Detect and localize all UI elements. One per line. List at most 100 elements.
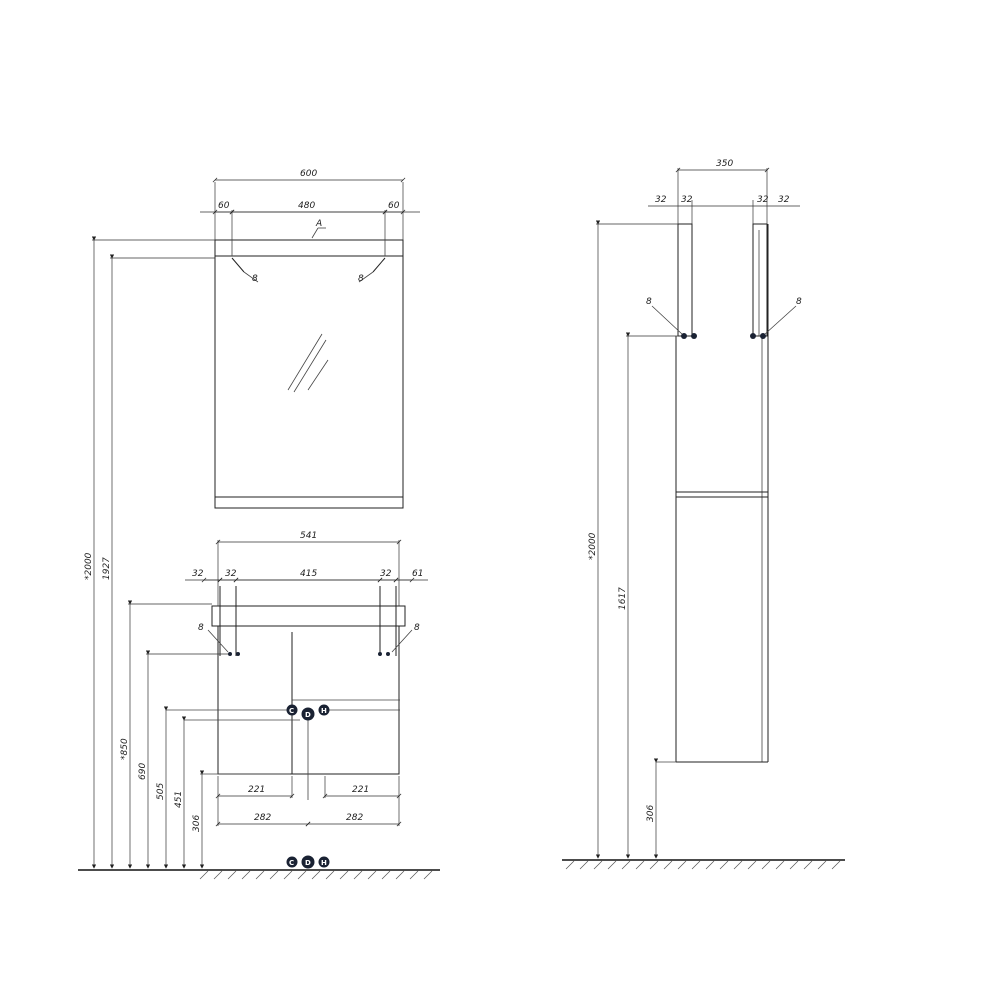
- hatch-stroke: [269, 870, 279, 880]
- floor-hatch-side: [565, 860, 841, 870]
- dim-vanity-edge-right-a: 32: [380, 569, 392, 579]
- hatch-stroke: [339, 870, 349, 880]
- mirror-cabinet: [214, 239, 404, 509]
- vanity-mount-dot-left-b: [236, 652, 240, 656]
- dim-side-left-a: 32: [655, 195, 667, 205]
- dim-mirror-offset-left: 60: [218, 201, 230, 211]
- svg-text:D: D: [305, 859, 311, 867]
- hatch-stroke: [831, 860, 841, 870]
- vanity-top: [211, 605, 406, 627]
- hatch-stroke: [241, 870, 251, 880]
- side-mount-dot-left-a: [681, 333, 687, 339]
- dim-side-right-a: 32: [757, 195, 769, 205]
- hatch-stroke: [635, 860, 645, 870]
- dim-vanity-inner: 415: [300, 569, 317, 579]
- hatch-stroke: [705, 860, 715, 870]
- hatch-stroke: [297, 870, 307, 880]
- hatch-stroke: [311, 870, 321, 880]
- dim-half-right-label: 282: [346, 813, 363, 823]
- dim-vanity-edge-left-a: 32: [192, 569, 204, 579]
- svg-text:C: C: [289, 707, 294, 715]
- dim-front-h-top-label: *850: [120, 738, 130, 760]
- hatch-stroke: [353, 870, 363, 880]
- dim-side-h-total-label: *2000: [588, 532, 598, 560]
- hatch-stroke: [579, 860, 589, 870]
- drain-pipe-icon: D: [301, 707, 315, 721]
- front-view: 8 8 600 60 480 60 A 8 8: [78, 169, 440, 880]
- hot-water-pipe-icon: H: [318, 704, 330, 716]
- hatch-stroke: [691, 860, 701, 870]
- detail-a-label: A: [315, 219, 322, 229]
- dim-mirror-width-label: 600: [300, 169, 317, 179]
- dim-front-h-mount-label: 690: [138, 763, 148, 780]
- dim-front-h-drain-label: 451: [174, 791, 184, 808]
- hatch-stroke: [255, 870, 265, 880]
- hatch-stroke: [325, 870, 335, 880]
- dim-half-left-label: 282: [254, 813, 271, 823]
- hatch-stroke: [423, 870, 433, 880]
- hatch-stroke: [649, 860, 659, 870]
- dim-front-h-total-label: *2000: [84, 552, 94, 580]
- dim-front-h-base-label: 306: [192, 815, 202, 832]
- hatch-stroke: [227, 870, 237, 880]
- hatch-stroke: [817, 860, 827, 870]
- dim-drawer-left-label: 221: [248, 785, 265, 795]
- dim-vanity-edge-left-b: 32: [225, 569, 237, 579]
- dim-vanity-edge-right-b: 61: [412, 569, 423, 579]
- side-mount-left-label: 8: [646, 297, 652, 307]
- hatch-stroke: [199, 870, 209, 880]
- mirror-glare-icon: [287, 333, 329, 393]
- svg-text:D: D: [305, 711, 311, 719]
- dim-side-right-b: 32: [778, 195, 790, 205]
- hatch-stroke: [607, 860, 617, 870]
- dim-front-h-mirror-label: 1927: [102, 557, 112, 580]
- hatch-stroke: [621, 860, 631, 870]
- hatch-stroke: [213, 870, 223, 880]
- hatch-stroke: [677, 860, 687, 870]
- vanity-mount-right-label: 8: [414, 623, 420, 633]
- svg-text:H: H: [321, 859, 327, 867]
- hatch-stroke: [733, 860, 743, 870]
- hatch-stroke: [395, 870, 405, 880]
- svg-text:H: H: [321, 707, 327, 715]
- dim-side-h-base-label: 306: [646, 805, 656, 822]
- hatch-stroke: [775, 860, 785, 870]
- mirror-hook-left: [231, 257, 245, 273]
- svg-text:C: C: [289, 859, 294, 867]
- side-mount-dot-right-a: [750, 333, 756, 339]
- dim-side-depth-label: 350: [716, 159, 733, 169]
- vanity-mount-dot-right-b: [386, 652, 390, 656]
- hatch-stroke: [663, 860, 673, 870]
- vanity-mount-dot-right-a: [378, 652, 382, 656]
- hatch-stroke: [761, 860, 771, 870]
- dim-side-left-b: 32: [681, 195, 693, 205]
- dim-mirror-inner: 480: [298, 201, 315, 211]
- mirror-mount-right-label: 8: [358, 274, 364, 284]
- hatch-stroke: [789, 860, 799, 870]
- side-mount-dot-right-b: [760, 333, 766, 339]
- hatch-stroke: [381, 870, 391, 880]
- dim-drawer-right-label: 221: [352, 785, 369, 795]
- floor-hot-pipe-icon: H: [318, 856, 330, 868]
- cold-water-pipe-icon: C: [286, 704, 298, 716]
- vanity-mount-dot-left-a: [228, 652, 232, 656]
- hatch-stroke: [565, 860, 575, 870]
- side-view: 8 8 350 32 32 32 32 *2000 1617 306: [562, 159, 845, 870]
- hatch-stroke: [409, 870, 419, 880]
- dim-front-h-inlet-label: 505: [156, 783, 166, 800]
- floor-drain-pipe-icon: D: [301, 855, 315, 869]
- floor-hatch-front: [199, 870, 433, 880]
- hatch-stroke: [747, 860, 757, 870]
- dim-mirror-offset-right: 60: [388, 201, 400, 211]
- dim-vanity-width-label: 541: [300, 531, 317, 541]
- side-mirror-panel-right: [752, 223, 768, 337]
- dim-side-h-mount-label: 1617: [618, 587, 628, 610]
- hatch-stroke: [367, 870, 377, 880]
- hatch-stroke: [803, 860, 813, 870]
- side-mount-dot-left-b: [691, 333, 697, 339]
- side-mount-right-label: 8: [796, 297, 802, 307]
- hatch-stroke: [283, 870, 293, 880]
- floor-cold-pipe-icon: C: [286, 856, 298, 868]
- vanity-mount-left-label: 8: [198, 623, 204, 633]
